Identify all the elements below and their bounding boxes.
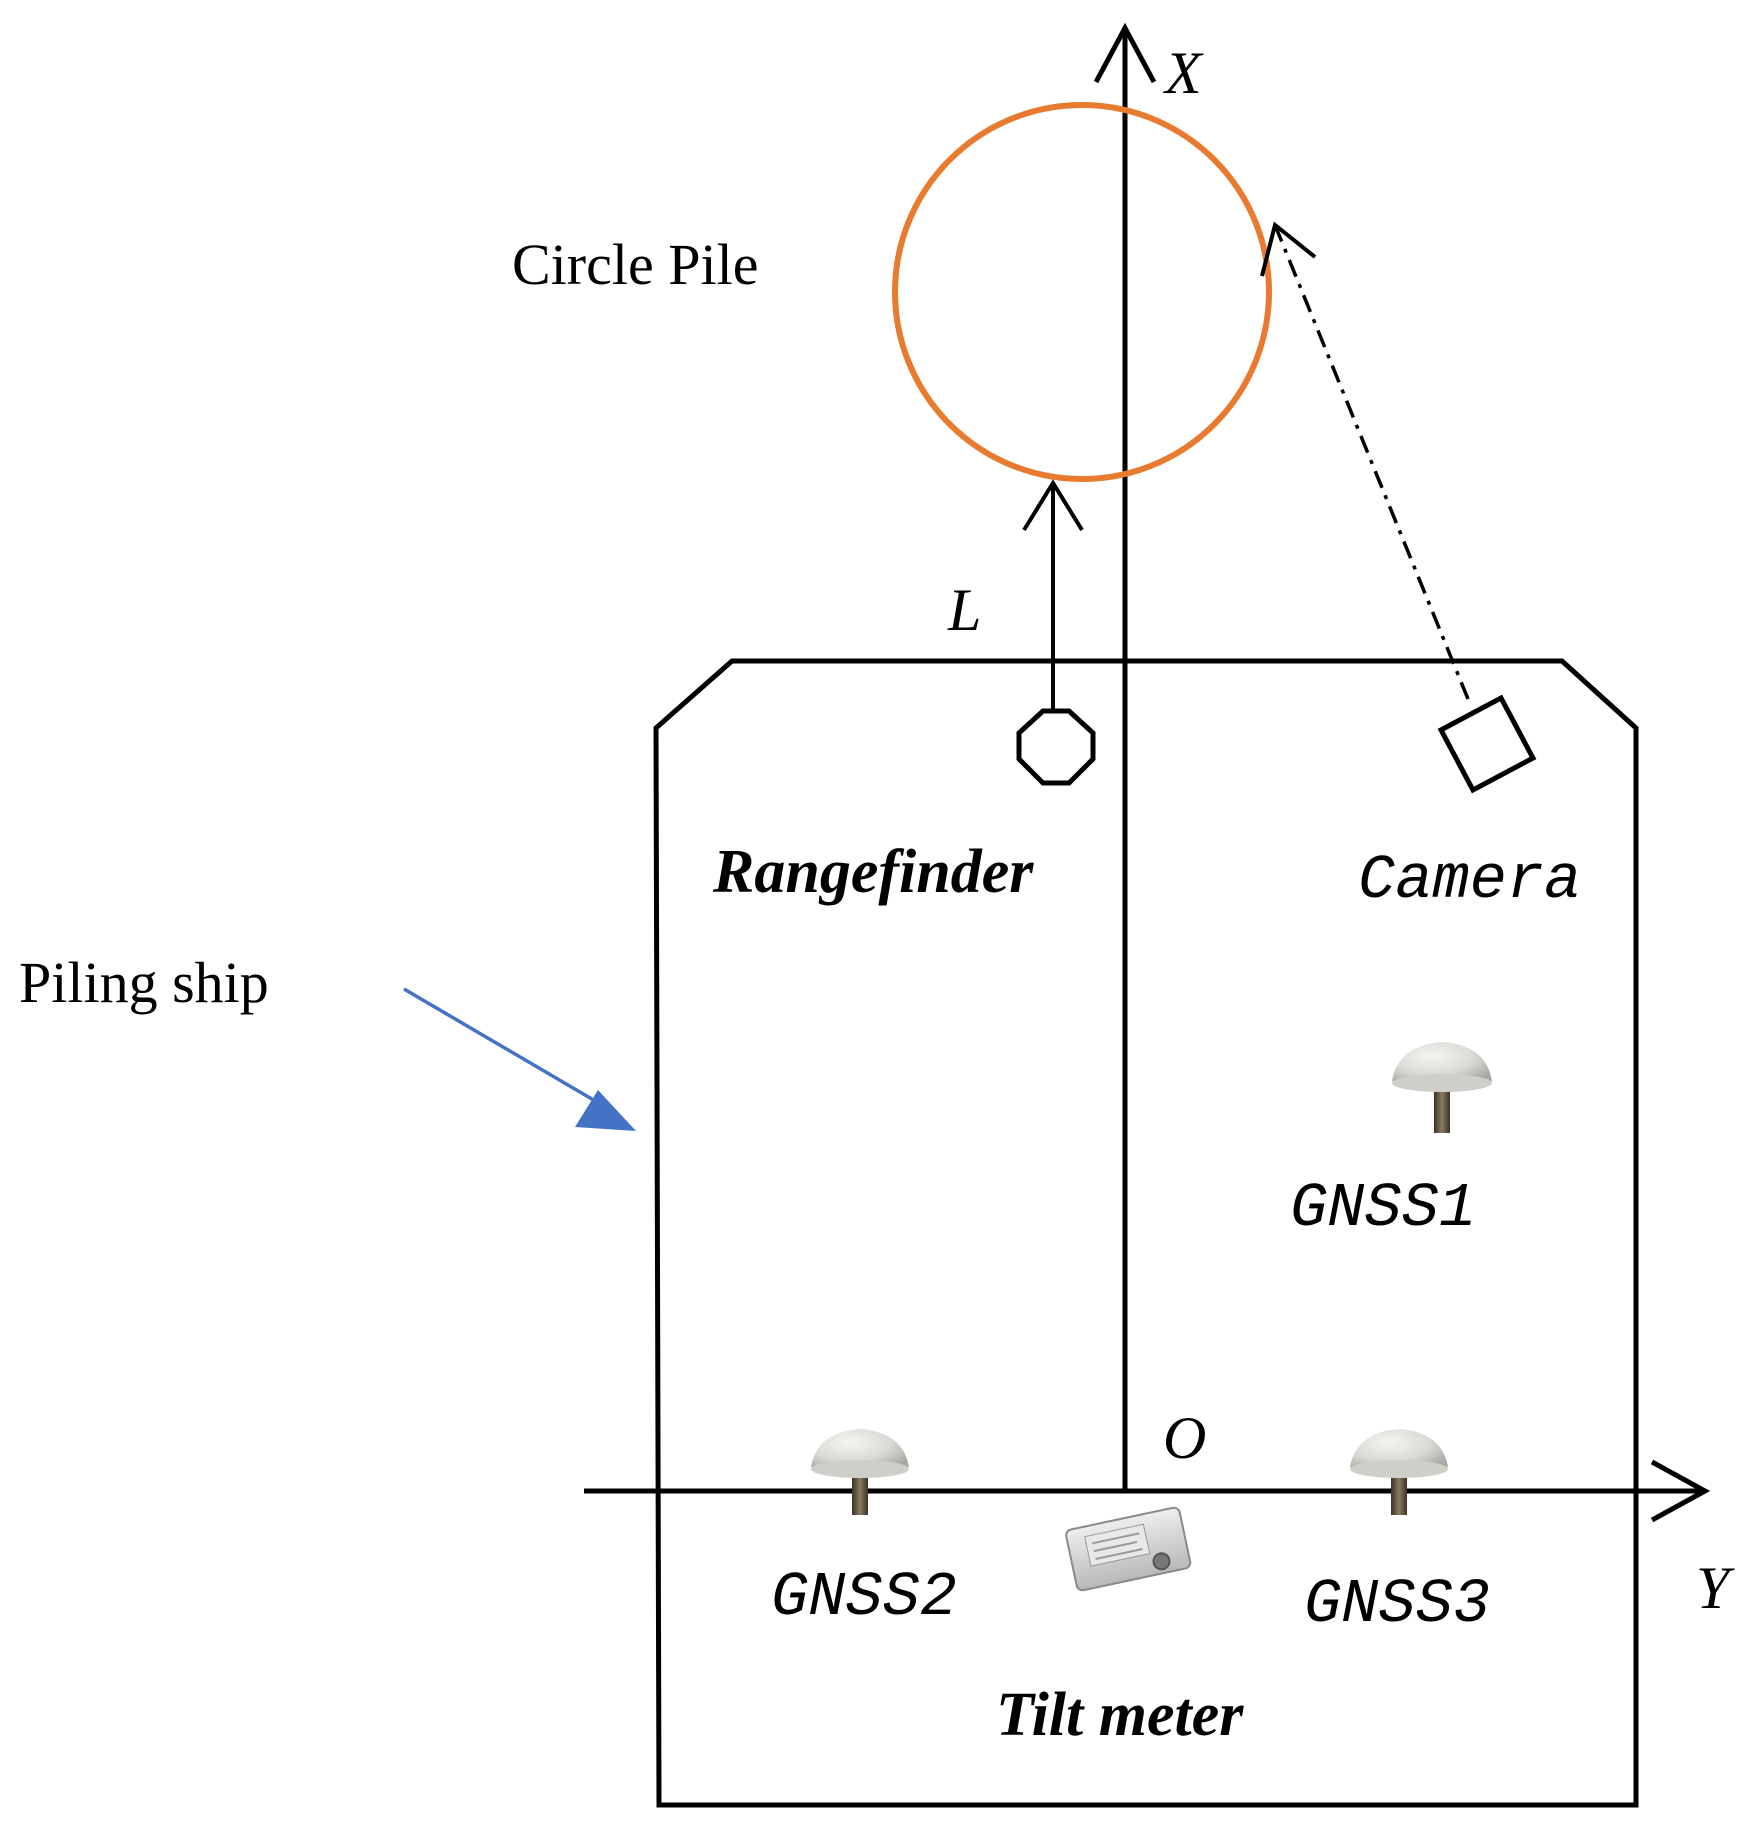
gnss-antenna-icon — [1350, 1429, 1448, 1515]
camera-sight-line — [1273, 224, 1470, 700]
axis-x-label: X — [1163, 40, 1204, 106]
gnss2-label: GNSS2 — [771, 1562, 957, 1633]
circle-pile — [892, 102, 1272, 482]
circle-pile-label: Circle Pile — [512, 232, 758, 297]
piling-ship-label: Piling ship — [19, 950, 269, 1015]
piling-ship-outline — [653, 658, 1639, 1808]
piling-ship-pointer — [403, 987, 598, 1104]
tilt-meter-icon — [1065, 1506, 1192, 1592]
camera-sight-arrowhead — [1260, 221, 1317, 277]
axis-y-label: Y — [1696, 1555, 1735, 1621]
piling-ship-pointer-arrowhead — [575, 1090, 636, 1131]
x-axis-arrowhead — [1093, 22, 1157, 84]
gnss3-label: GNSS3 — [1304, 1569, 1490, 1640]
octagon-icon — [1016, 708, 1096, 786]
y-axis-arrowhead — [1650, 1459, 1711, 1523]
gnss-antenna-icon — [811, 1429, 909, 1515]
rangefinder-beam-arrowhead — [1022, 479, 1084, 532]
rangefinder-label: Rangefinder — [712, 838, 1034, 906]
gnss-antenna-icon — [1392, 1042, 1492, 1133]
distance-l-label: L — [947, 577, 981, 643]
camera-label: Camera — [1358, 845, 1581, 916]
tilt-meter-label: Tilt meter — [996, 1681, 1244, 1749]
gnss1-label: GNSS1 — [1290, 1173, 1476, 1244]
origin-label: O — [1163, 1405, 1206, 1471]
square-icon — [1437, 694, 1537, 794]
